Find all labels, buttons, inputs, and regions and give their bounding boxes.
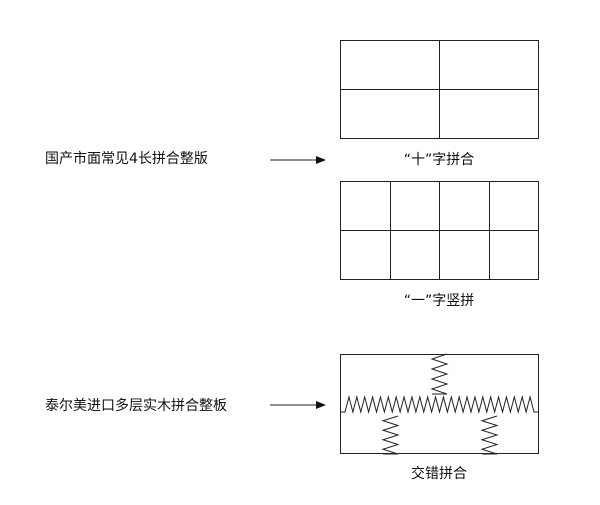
caption-vertical: “一”字竖拼	[404, 293, 475, 309]
label-imported: 泰尔美进口多层实木拼合整板	[45, 397, 227, 414]
caption-staggered: 交错拼合	[411, 465, 467, 482]
top-finger-joint	[430, 353, 449, 395]
bottom-left-finger-joint	[381, 415, 400, 455]
panel-cross	[340, 40, 539, 139]
panel-staggered	[340, 353, 539, 455]
bottom-right-finger-joint	[480, 415, 499, 455]
label-domestic: 国产市面常见4长拼合整版	[45, 150, 208, 167]
caption-cross: “十”字拼合	[404, 152, 475, 168]
horizontal-finger-joint	[340, 395, 539, 414]
panel-vertical	[340, 181, 539, 280]
